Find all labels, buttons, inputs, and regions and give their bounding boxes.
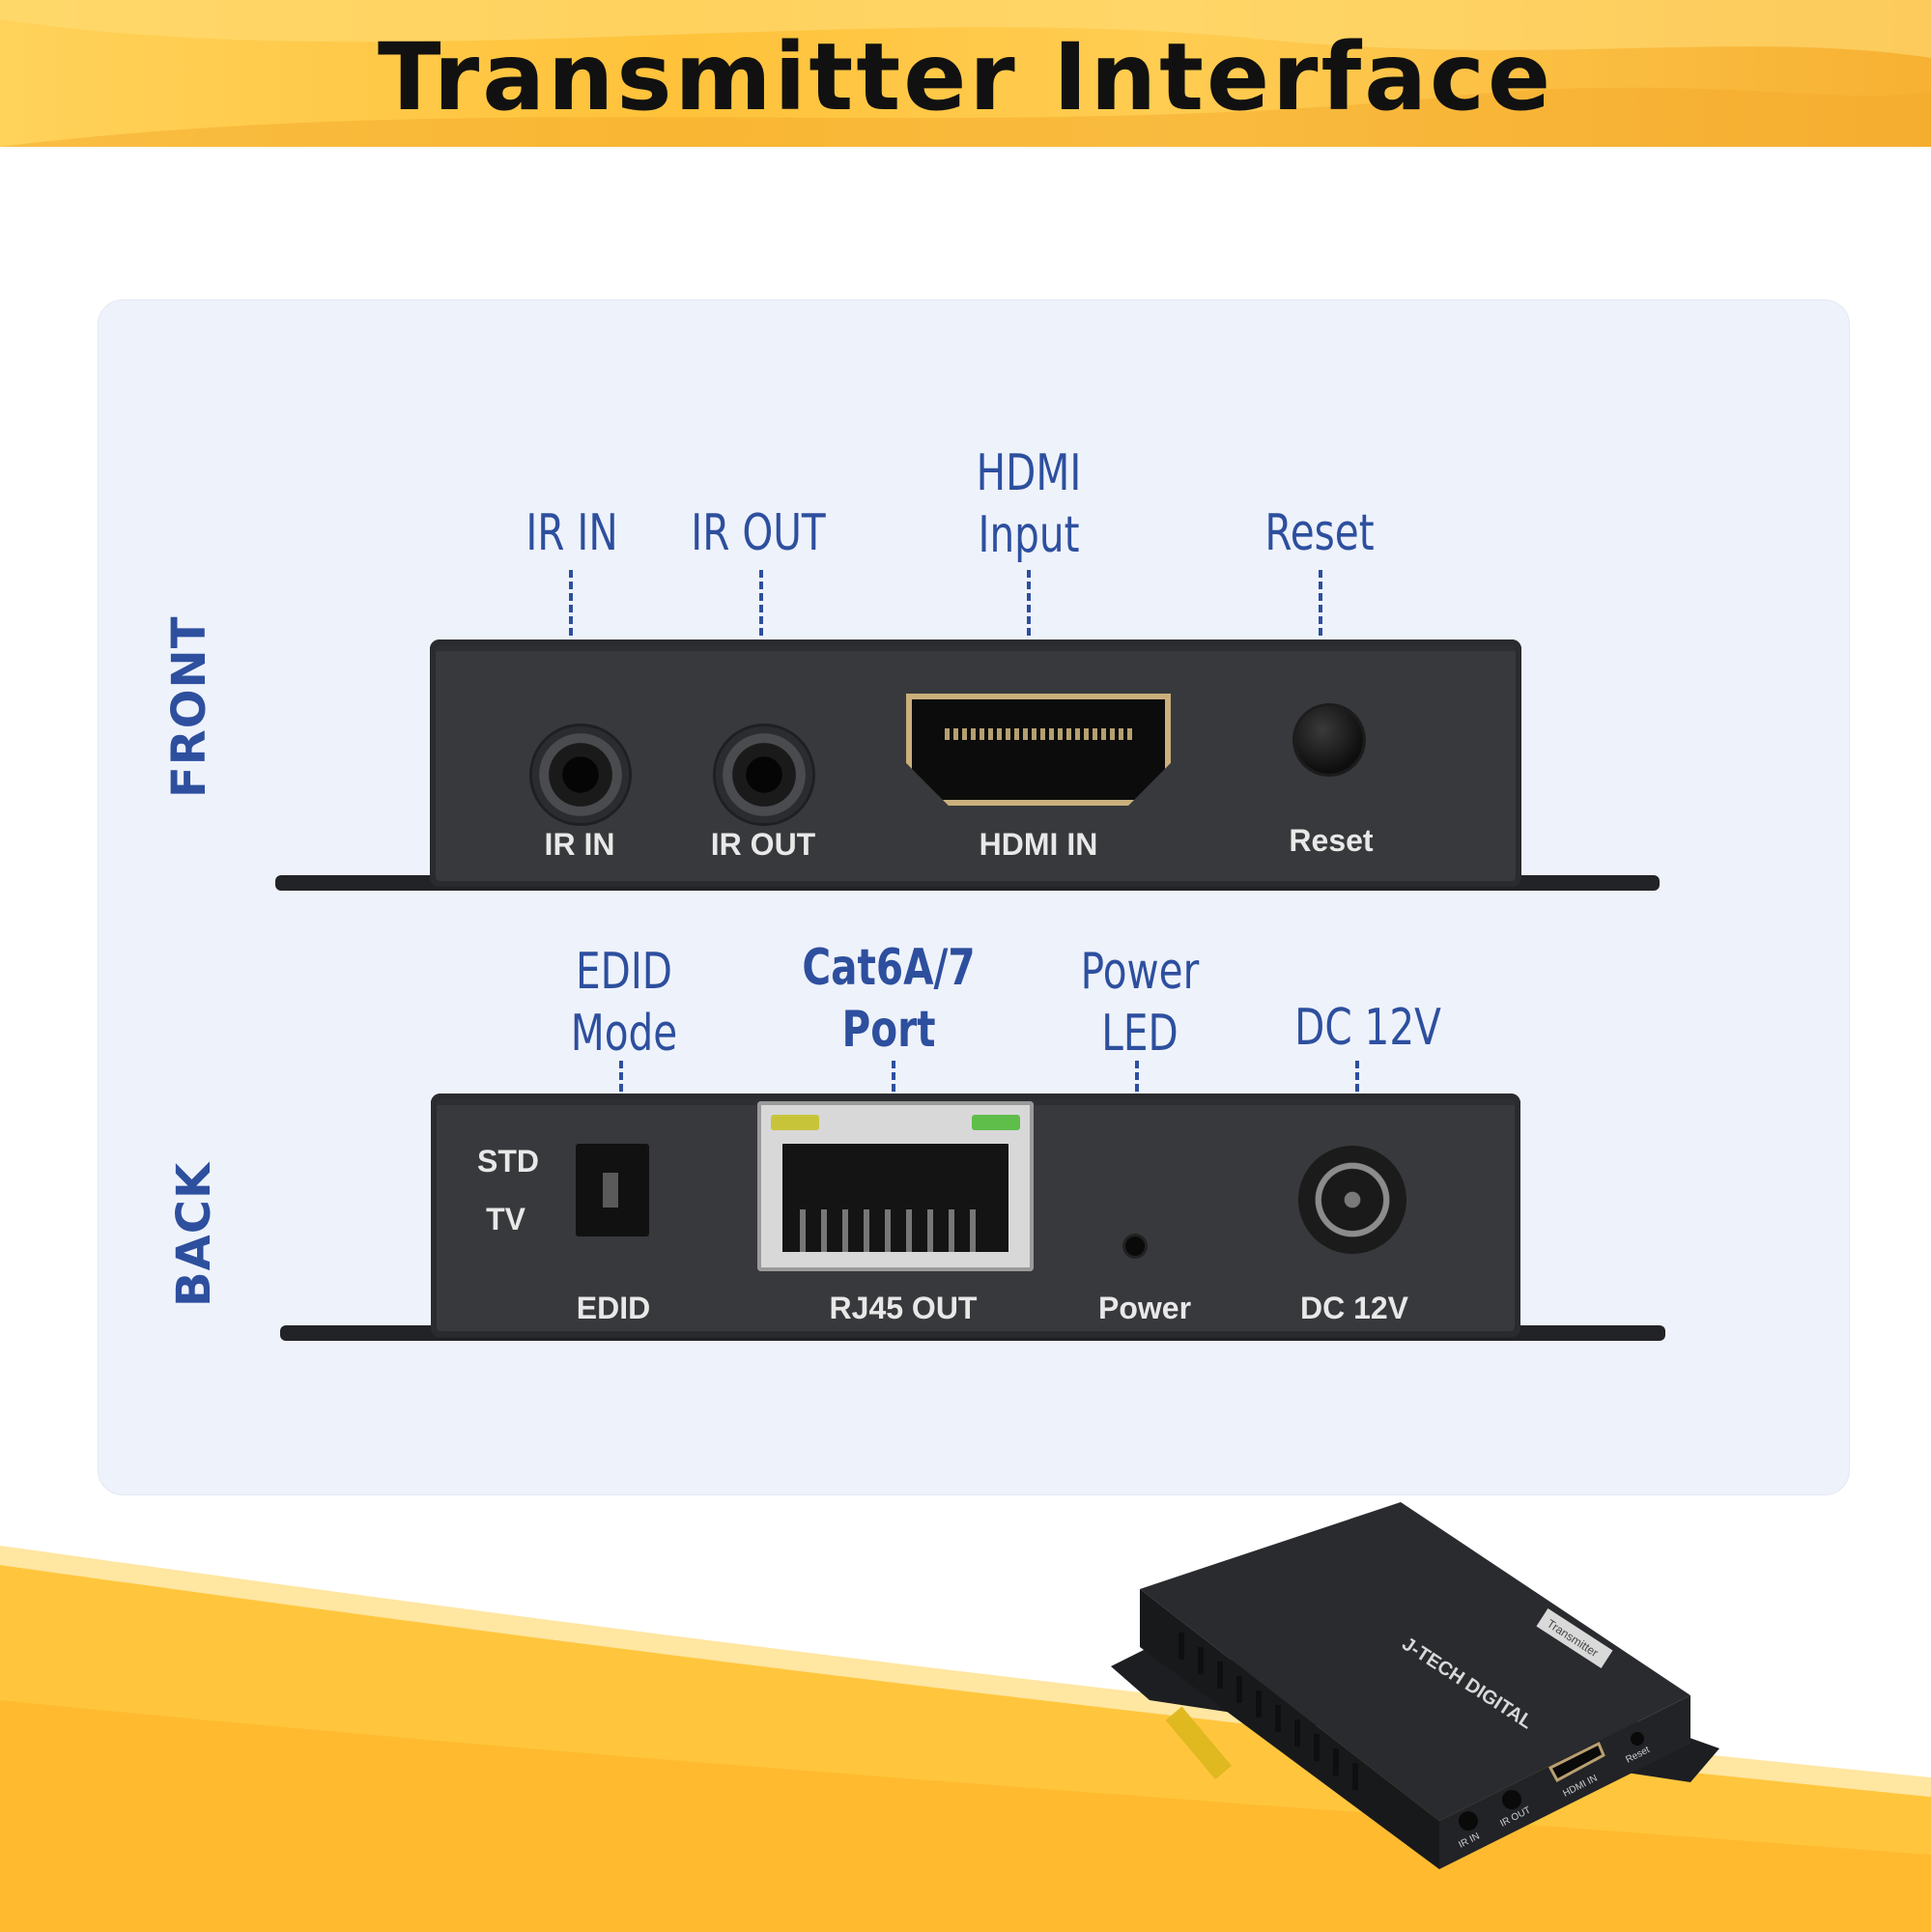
callout-edid-mode: EDID Mode (549, 941, 699, 1065)
leader-ir-in (569, 570, 573, 659)
silk-ir-in: IR IN (544, 827, 615, 862)
ir-in-jack (532, 726, 629, 823)
callout-ir-out: IR OUT (667, 502, 848, 564)
callout-dc-12v: DC 12V (1277, 997, 1458, 1059)
dc-12v-jack (1298, 1146, 1406, 1254)
rj45-link-led-yellow (771, 1115, 819, 1130)
banner-swoosh-graphic (0, 0, 1931, 147)
callout-power-led: Power LED (1065, 941, 1215, 1065)
rj45-link-led-green (972, 1115, 1020, 1130)
callout-hdmi-input-line1: HDMI (976, 444, 1082, 502)
page-title: Transmitter Interface (377, 23, 1554, 131)
leader-hdmi-input (1027, 570, 1031, 659)
callout-ir-in-line1: IR IN (525, 504, 618, 562)
product-reset-button (1631, 1732, 1644, 1746)
silk-dc-12v: DC 12V (1299, 1291, 1409, 1325)
silk-hdmi-in: HDMI IN (979, 827, 1098, 862)
silk-reset: Reset (1289, 823, 1374, 858)
callout-hdmi-input: HDMI Input (946, 442, 1112, 566)
callout-reset: Reset (1244, 502, 1395, 564)
silk-ir-out: IR OUT (710, 827, 816, 862)
callout-cat6a-port-line2: Port (841, 1001, 936, 1059)
callout-reset-line1: Reset (1264, 504, 1375, 562)
product-top (1140, 1502, 1690, 1821)
product-left-side (1140, 1589, 1439, 1869)
silk-rj45-out: RJ45 OUT (829, 1291, 978, 1325)
product-slot-highlight (1165, 1706, 1232, 1780)
silk-edid: EDID (576, 1291, 651, 1325)
front-side-label: FRONT (162, 615, 216, 798)
title-banner: Transmitter Interface (0, 0, 1931, 147)
leader-reset (1319, 570, 1322, 659)
callout-cat6a-port: Cat6A/7 Port (798, 937, 979, 1061)
reset-button-device (1295, 706, 1363, 774)
callout-dc-12v-line1: DC 12V (1294, 999, 1441, 1057)
ir-out-jack (716, 726, 812, 823)
callout-hdmi-input-line2: Input (978, 506, 1080, 564)
product-front-side (1439, 1695, 1690, 1869)
product-tag-label (1536, 1607, 1613, 1669)
product-ir-in-jack (1459, 1811, 1478, 1831)
silk-std: STD (477, 1144, 539, 1179)
leader-ir-out (759, 570, 763, 659)
silk-tv: TV (486, 1202, 525, 1236)
edid-switch-knob (603, 1173, 618, 1208)
rj45-out-port (757, 1101, 1034, 1271)
silk-power: Power (1097, 1291, 1192, 1325)
back-side-label: BACK (167, 1161, 221, 1307)
power-led-indicator (1125, 1236, 1145, 1256)
rj45-pins (800, 1209, 991, 1252)
callout-edid-mode-line1: EDID (575, 943, 673, 1001)
callout-ir-in: IR IN (497, 502, 647, 564)
edid-mode-switch (576, 1144, 649, 1236)
product-photo: J-TECH DIGITAL Transmitter IR IN IR OUT … (1111, 1502, 1719, 1869)
callout-power-led-line2: LED (1101, 1005, 1178, 1063)
product-vents (1178, 1633, 1358, 1790)
product-hdmi-port (1548, 1741, 1605, 1783)
callout-edid-mode-line2: Mode (570, 1005, 678, 1063)
hdmi-in-port (906, 694, 1171, 806)
callout-ir-out-line1: IR OUT (691, 504, 826, 562)
callout-cat6a-port-line1: Cat6A/7 (802, 939, 976, 997)
callout-power-led-line1: Power (1080, 943, 1200, 1001)
hdmi-contacts (945, 728, 1132, 740)
product-ir-out-jack (1502, 1790, 1521, 1809)
